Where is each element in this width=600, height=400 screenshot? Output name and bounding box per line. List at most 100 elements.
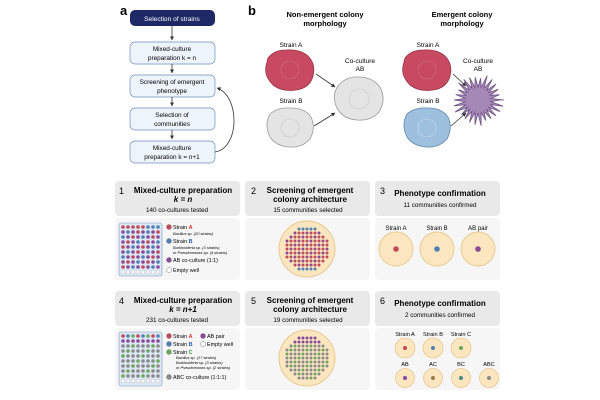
colony — [297, 263, 301, 267]
well — [141, 240, 145, 244]
colony — [309, 340, 313, 344]
well — [146, 260, 150, 264]
colony — [321, 364, 325, 368]
well — [121, 250, 125, 254]
colony — [317, 243, 321, 247]
colony — [289, 364, 293, 368]
colony — [289, 360, 293, 364]
colony — [309, 344, 313, 348]
colony — [289, 352, 293, 356]
step-1-title1: Mixed-culture preparation — [134, 186, 232, 195]
well — [156, 255, 160, 259]
left-title-line1: Non-emergent colony — [286, 10, 364, 19]
well — [136, 339, 140, 343]
colony — [301, 267, 305, 271]
colony — [293, 368, 297, 372]
colony — [293, 243, 297, 247]
well — [121, 245, 125, 249]
well — [151, 250, 155, 254]
colony — [321, 360, 325, 364]
colony — [297, 239, 301, 243]
step-1-sub: 140 co-cultures tested — [146, 207, 208, 214]
colony — [301, 336, 305, 340]
flow-step-4-box — [129, 107, 216, 131]
screening-plate-1-colonies — [285, 227, 329, 271]
confirm2-abc-label: ABC — [483, 362, 495, 368]
colony — [297, 231, 301, 235]
colony — [321, 368, 325, 372]
colony — [305, 243, 309, 247]
well — [156, 270, 160, 274]
step-4-sub: 231 co-cultures tested — [146, 317, 208, 324]
well — [131, 245, 135, 249]
left-strain-b-colony — [266, 107, 314, 148]
colony — [325, 364, 329, 368]
legend-2-c-detail3: or Pseudomonas sp. (2 strains) — [176, 365, 231, 370]
well — [121, 260, 125, 264]
legend-1-b-detail2: or Pseudomonas sp. (4 strains) — [173, 250, 228, 255]
well — [141, 250, 145, 254]
well — [151, 260, 155, 264]
well — [126, 260, 130, 264]
well — [156, 250, 160, 254]
well — [126, 230, 130, 234]
colony — [285, 247, 289, 251]
colony — [317, 239, 321, 243]
step-1-number: 1 — [119, 186, 124, 196]
well — [121, 339, 125, 343]
colony — [313, 336, 317, 340]
emergent-coculture-colony — [453, 75, 505, 126]
colony — [301, 247, 305, 251]
flow-step-5-line2: preparation k = n+1 — [144, 154, 200, 161]
colony — [289, 356, 293, 360]
colony — [309, 263, 313, 267]
step-2-number: 2 — [251, 186, 256, 196]
colony — [309, 251, 313, 255]
colony — [285, 356, 289, 360]
step-2-header — [245, 181, 370, 216]
colony — [313, 356, 317, 360]
colony — [309, 336, 313, 340]
well — [141, 364, 145, 368]
step-1-title2: k = n — [174, 195, 193, 204]
colony — [317, 259, 321, 263]
confirm-plate-ab-label: AB pair — [468, 226, 488, 232]
well — [141, 235, 145, 239]
colony — [301, 263, 305, 267]
well — [146, 359, 150, 363]
step-5-title1: Screening of emergent — [267, 296, 354, 305]
colony — [285, 239, 289, 243]
well — [151, 255, 155, 259]
legend-1-a-detail: Bacillus sp. (20 strains) — [173, 231, 214, 236]
colony — [301, 259, 305, 263]
well — [156, 369, 160, 373]
colony — [305, 352, 309, 356]
step-4-title2: k = n+1 — [169, 305, 197, 314]
well — [136, 270, 140, 274]
colony — [313, 364, 317, 368]
legend-2-a-label: Strain A — [173, 334, 193, 340]
confirm-colony-a — [393, 246, 399, 252]
colony — [301, 348, 305, 352]
legend-2-swatch-c — [166, 349, 172, 355]
confirm2-bc-label: BC — [457, 362, 465, 368]
colony — [301, 368, 305, 372]
well — [126, 334, 130, 338]
step-3-header — [375, 181, 500, 216]
well — [141, 334, 145, 338]
well — [146, 235, 150, 239]
colony — [305, 267, 309, 271]
well — [136, 235, 140, 239]
colony — [305, 360, 309, 364]
well — [121, 334, 125, 338]
arrow — [450, 112, 467, 127]
colony — [289, 344, 293, 348]
left-coculture-label2: AB — [356, 66, 365, 73]
colony — [293, 340, 297, 344]
well — [146, 349, 150, 353]
well — [146, 245, 150, 249]
well — [126, 225, 130, 229]
well — [131, 379, 135, 383]
well — [136, 240, 140, 244]
